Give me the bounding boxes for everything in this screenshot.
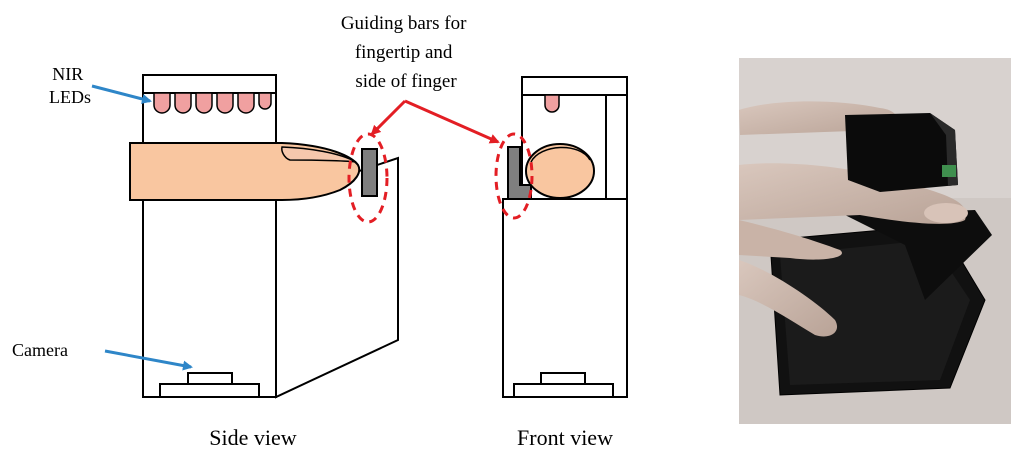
front-finger: [525, 143, 595, 199]
guide-arrow-left: [370, 99, 407, 136]
side-lower-housing: [142, 198, 277, 398]
guide-arrow-right: [404, 99, 500, 144]
guiding-bars-label: Guiding bars for fingertip and side of f…: [341, 13, 471, 92]
nir-led-arrow: [91, 84, 152, 104]
front-view-caption: Front view: [517, 425, 613, 450]
finger-device-photo: [739, 58, 1011, 424]
front-guide-highlight: [494, 132, 534, 220]
front-lower-housing: [502, 198, 628, 398]
camera-arrow: [104, 349, 193, 371]
side-led-row: [153, 92, 272, 114]
side-guide-bar: [361, 148, 378, 197]
side-view-diagram: [129, 74, 399, 399]
front-camera-lens: [540, 372, 586, 385]
side-view-caption: Side view: [209, 425, 296, 450]
side-camera-base: [159, 383, 260, 398]
front-camera-base: [513, 383, 614, 398]
nir-leds-label: NIR LEDs: [49, 64, 91, 107]
side-fingernail: [281, 146, 357, 163]
side-camera-lens: [187, 372, 233, 385]
side-guide-highlight: [347, 132, 389, 224]
camera-label: Camera: [12, 340, 68, 360]
front-view-diagram: [494, 76, 628, 398]
device-top-block: [845, 113, 958, 192]
front-led: [544, 94, 560, 113]
